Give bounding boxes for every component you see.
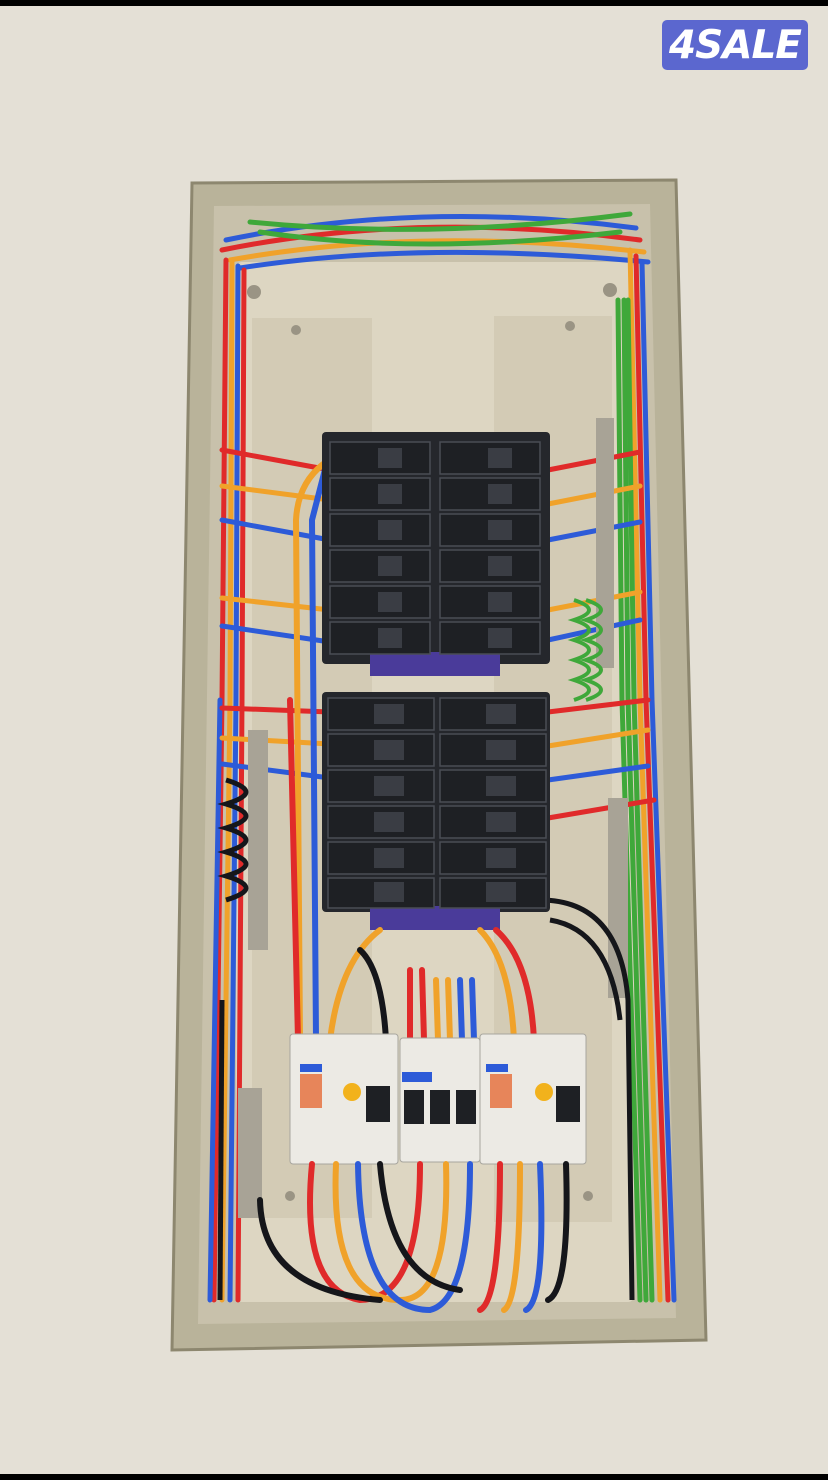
ground-bar-right-bottom [608, 798, 628, 998]
upper-breaker-block [322, 432, 550, 676]
ground-wire-coil [567, 598, 603, 702]
screws [247, 283, 617, 1201]
bottom-wire-loops [257, 1161, 570, 1314]
watermark-badge: 4SALE [662, 20, 808, 70]
top-wire-bundle [219, 211, 651, 271]
black-wire-coil [217, 777, 635, 1301]
neutral-bar-left [248, 730, 268, 950]
ground-bar-right-top [596, 418, 614, 668]
neutral-bar-left-lower [238, 1088, 262, 1218]
mid-wires [327, 927, 537, 1043]
watermark-text: 4SALE [669, 22, 802, 68]
lower-breaker-block [322, 692, 550, 930]
bottom-devices [289, 1033, 587, 1165]
breaker-feed-wires [219, 447, 657, 821]
